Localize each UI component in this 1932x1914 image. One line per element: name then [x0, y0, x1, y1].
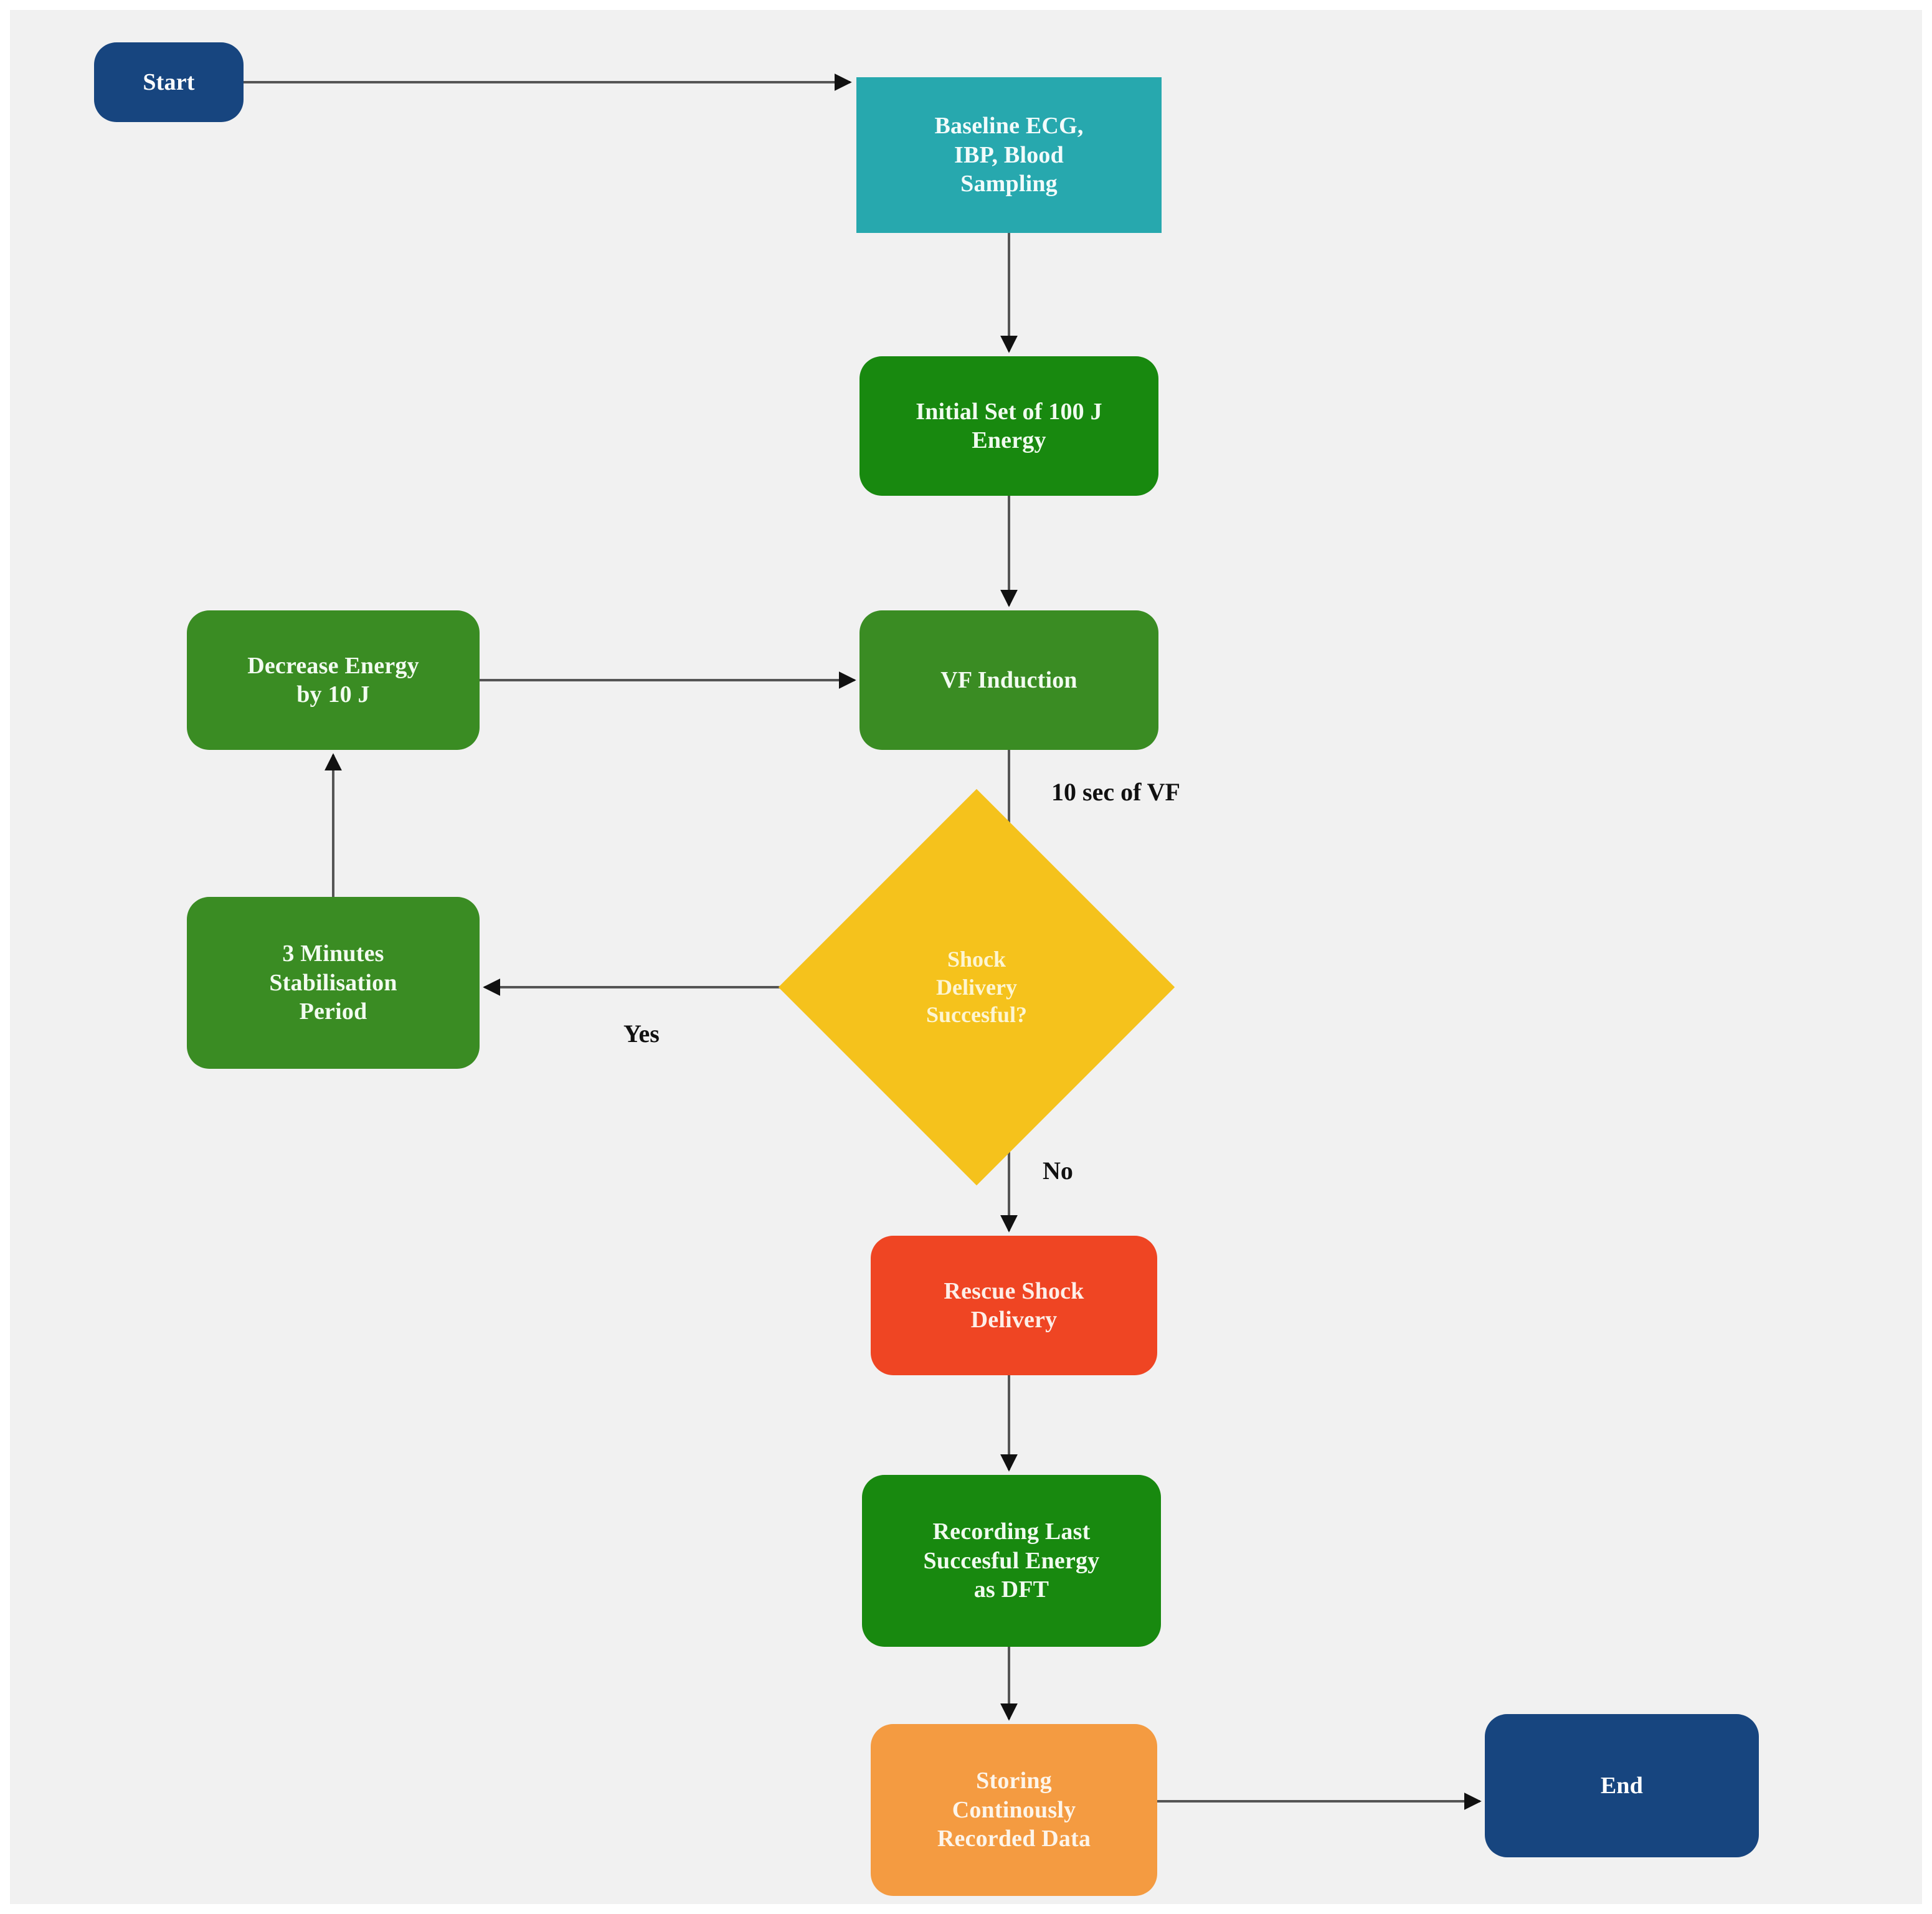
node-vf-induction-label: VF Induction — [940, 666, 1077, 693]
node-stabilisation-period-label: 3 Minutes Stabilisation Period — [269, 940, 397, 1025]
edge-label-vf-duration: 10 sec of VF — [1051, 778, 1180, 806]
flowchart-canvas: Start Baseline ECG, IBP, Blood Sampling … — [10, 10, 1922, 1904]
node-stabilisation-period[interactable]: 3 Minutes Stabilisation Period — [187, 897, 480, 1069]
node-decrease-energy[interactable]: Decrease Energy by 10 J — [187, 610, 480, 750]
node-shock-decision[interactable]: Shock Delivery Succesful? — [778, 789, 1175, 1186]
node-rescue-shock[interactable]: Rescue Shock Delivery — [871, 1236, 1157, 1375]
node-recording-dft-label: Recording Last Succesful Energy as DFT — [923, 1518, 1100, 1603]
node-end[interactable]: End — [1485, 1714, 1759, 1857]
node-storing-data[interactable]: Storing Continously Recorded Data — [871, 1724, 1157, 1896]
node-shock-decision-label: Shock Delivery Succesful? — [926, 947, 1027, 1028]
node-baseline-ecg[interactable]: Baseline ECG, IBP, Blood Sampling — [856, 77, 1162, 233]
node-rescue-shock-label: Rescue Shock Delivery — [944, 1277, 1084, 1333]
node-baseline-ecg-label: Baseline ECG, IBP, Blood Sampling — [934, 113, 1084, 197]
node-initial-energy-label: Initial Set of 100 J Energy — [916, 398, 1102, 453]
node-storing-data-label: Storing Continously Recorded Data — [937, 1768, 1091, 1852]
node-initial-energy[interactable]: Initial Set of 100 J Energy — [859, 356, 1158, 496]
edge-label-no: No — [1043, 1157, 1073, 1185]
node-end-label: End — [1600, 1772, 1644, 1799]
node-vf-induction[interactable]: VF Induction — [859, 610, 1158, 750]
node-start[interactable]: Start — [94, 42, 244, 122]
node-decrease-energy-label: Decrease Energy by 10 J — [247, 652, 419, 708]
edge-label-yes: Yes — [623, 1020, 660, 1048]
node-start-label: Start — [143, 69, 195, 95]
node-recording-dft[interactable]: Recording Last Succesful Energy as DFT — [862, 1475, 1161, 1647]
